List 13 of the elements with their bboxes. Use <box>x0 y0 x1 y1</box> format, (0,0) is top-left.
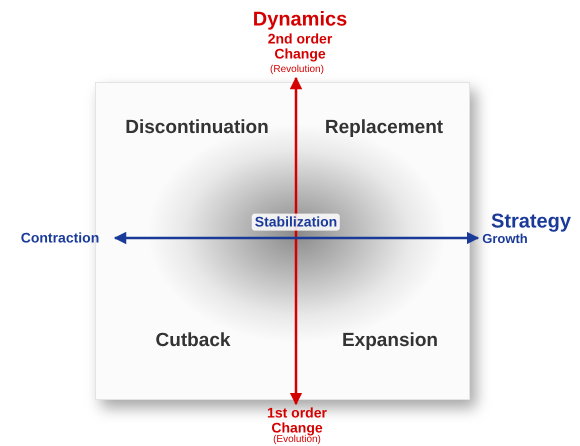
center-label: Stabilization <box>252 214 340 230</box>
axis-label: 2nd order Change <box>266 31 334 61</box>
axis-title: Strategy <box>490 212 572 232</box>
axis-label: Growth <box>482 232 528 246</box>
axis-title: Dynamics <box>252 10 348 30</box>
quadrant-label: Replacement <box>324 118 444 138</box>
axis-label: 1st order Change <box>266 405 328 435</box>
axis-note: (Revolution) <box>270 64 324 76</box>
axis-note: (Evolution) <box>273 434 321 446</box>
quadrant-label: Cutback <box>156 331 230 351</box>
axis-label: Contraction <box>20 230 100 246</box>
quadrant-label: Discontinuation <box>125 118 269 138</box>
quadrant-label: Expansion <box>342 331 438 351</box>
